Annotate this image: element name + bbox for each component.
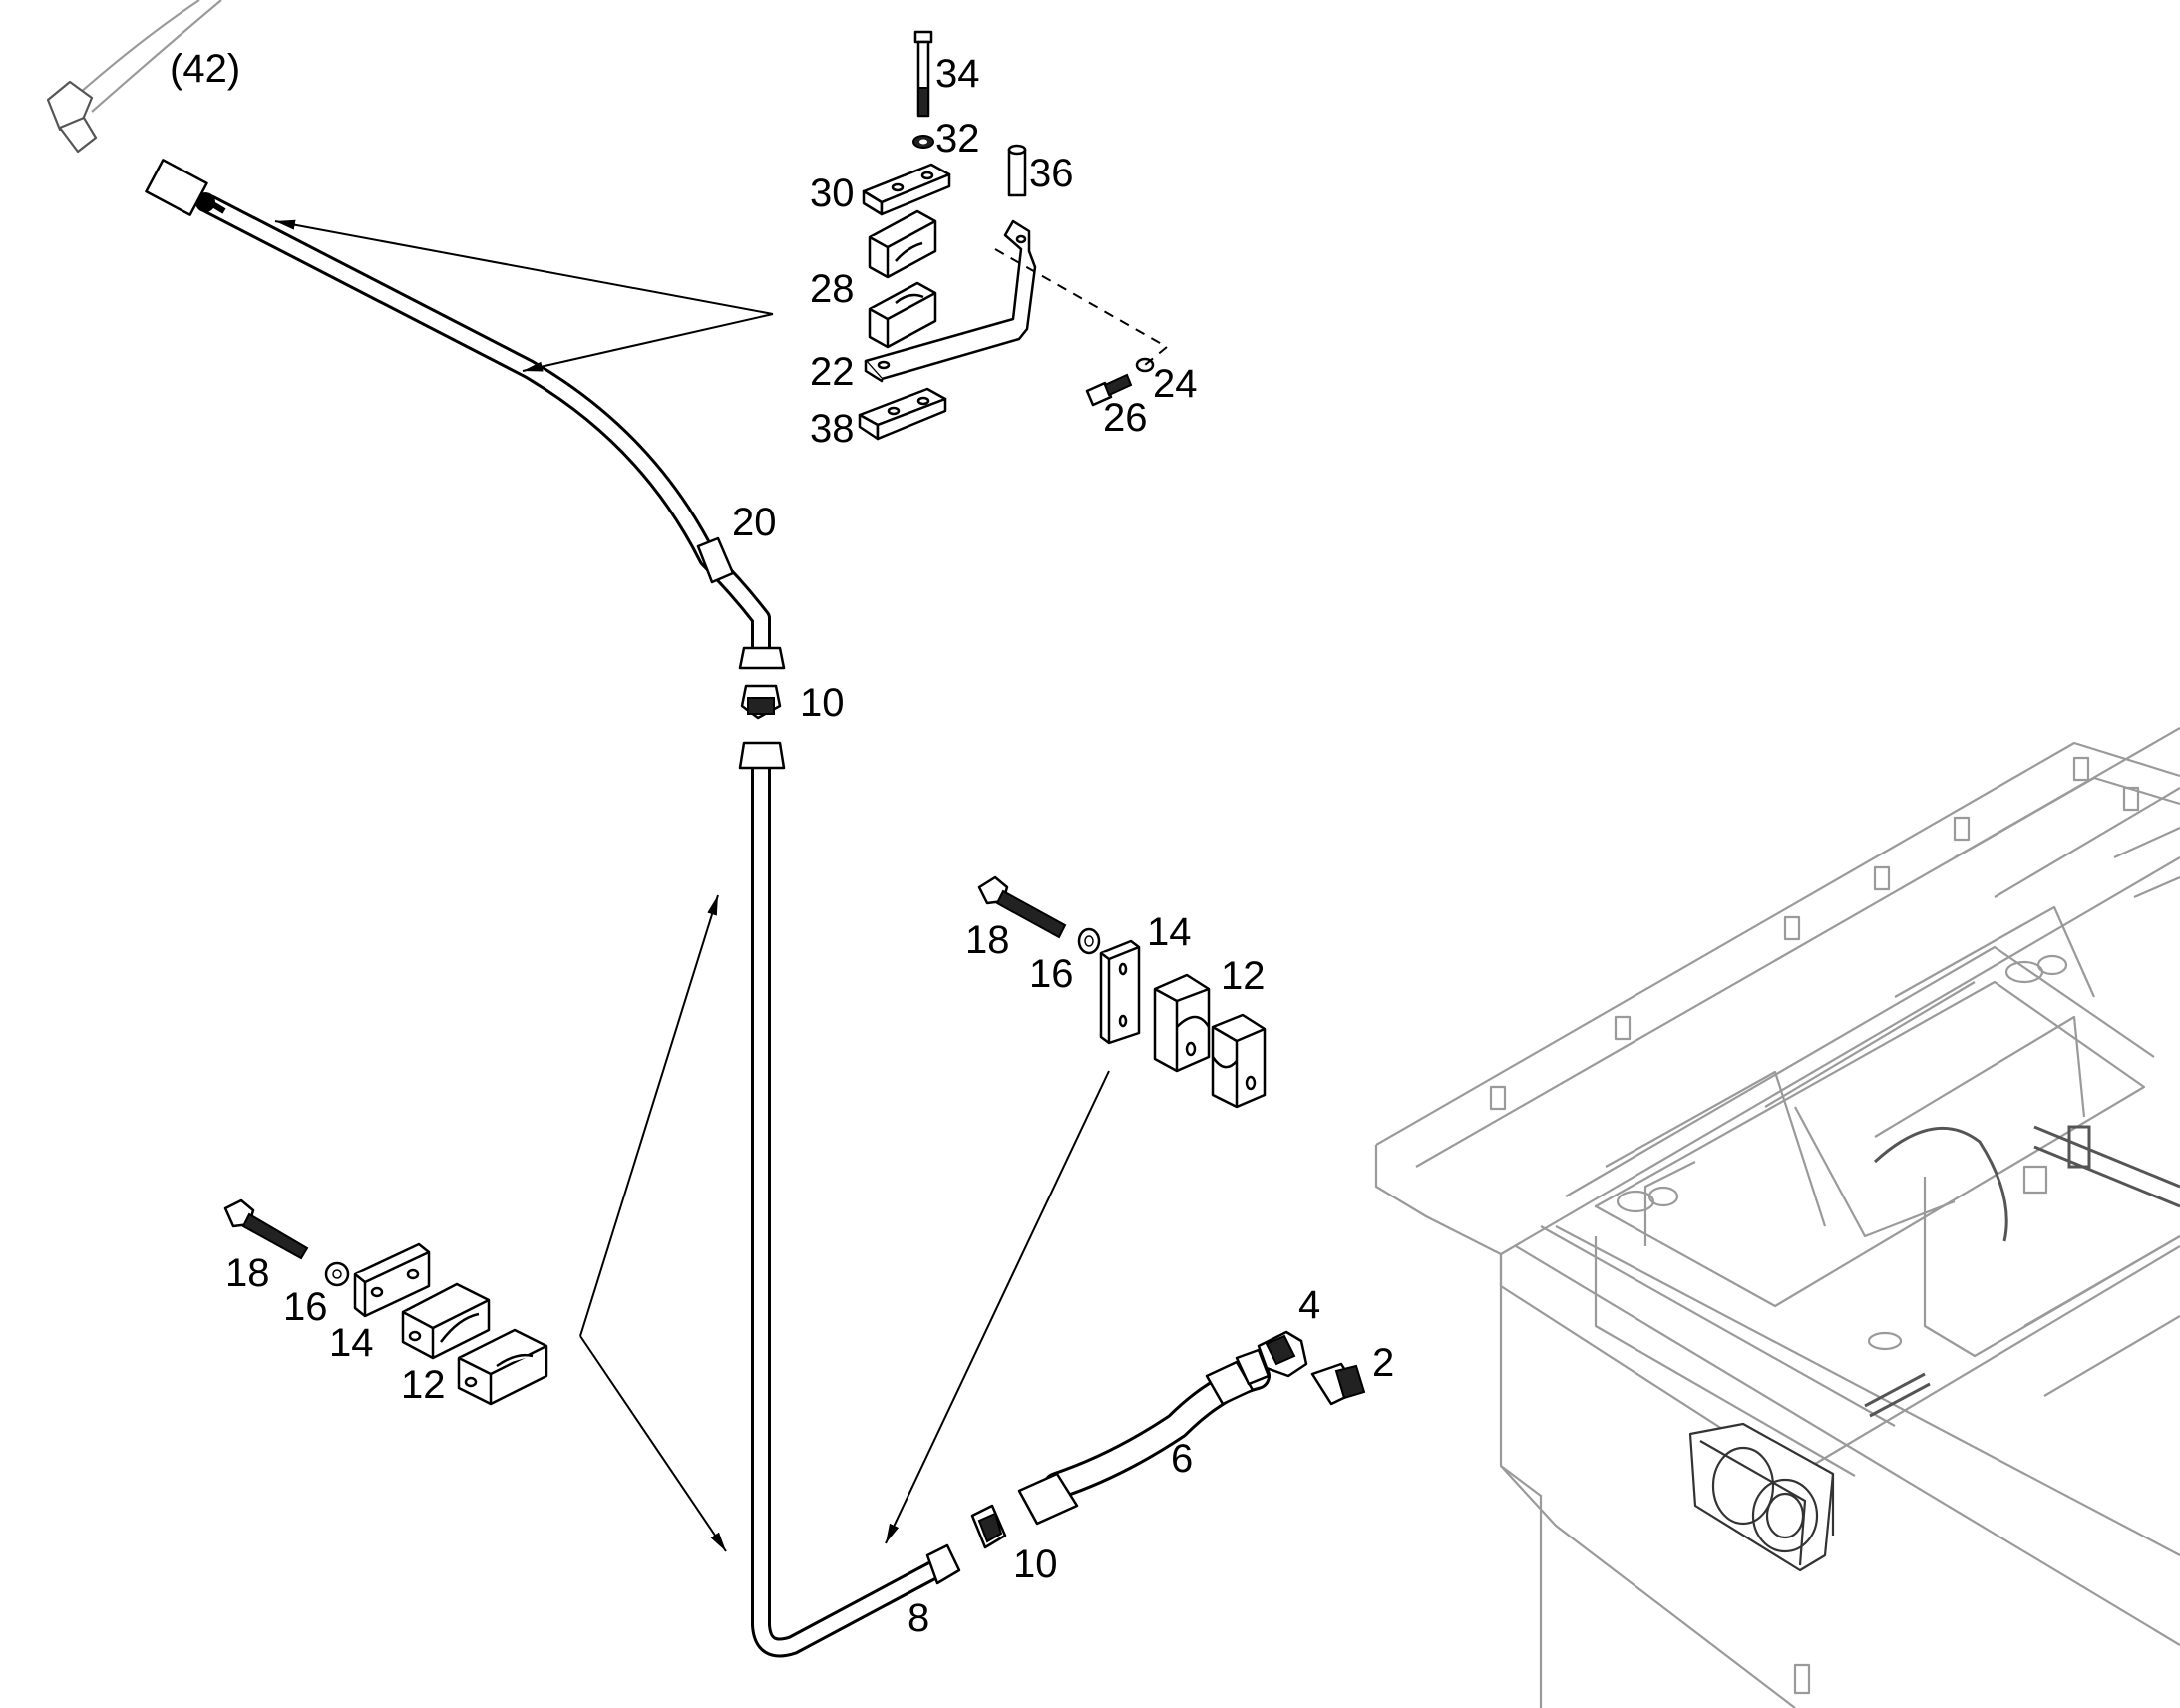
leader-lines — [274, 219, 1110, 1552]
label-42: (42) — [170, 47, 240, 91]
label-30: 30 — [810, 171, 855, 215]
machine-frame-ghost — [1374, 727, 2180, 1708]
assembly-dashed-line — [994, 248, 1169, 366]
label-22: 22 — [810, 350, 855, 394]
label-16-mid: 16 — [1029, 952, 1074, 996]
label-28: 28 — [810, 267, 855, 311]
label-32: 32 — [935, 117, 980, 161]
fitting-10-top — [740, 684, 782, 720]
label-14-left: 14 — [329, 1321, 374, 1365]
washer-16-left — [324, 1261, 350, 1287]
fitting-10-bottom — [970, 1504, 1007, 1549]
label-2: 2 — [1372, 1341, 1394, 1385]
adapter-2 — [1310, 1362, 1366, 1406]
label-26: 26 — [1103, 396, 1148, 440]
screw-26 — [1085, 373, 1133, 407]
elbow-4 — [1257, 1330, 1308, 1378]
label-34: 34 — [935, 52, 980, 96]
plate-14-left — [353, 1242, 431, 1318]
label-38: 38 — [810, 407, 855, 451]
clamp-half-upper-28 — [868, 209, 937, 279]
hose-6 — [1017, 1348, 1271, 1526]
clamp-12-mid — [1153, 973, 1267, 1109]
pin-36 — [1007, 144, 1027, 197]
label-6: 6 — [1171, 1437, 1193, 1481]
bolt-18-left — [223, 1198, 309, 1260]
clamp-12-left — [401, 1282, 548, 1406]
label-10-bottom: 10 — [1013, 1542, 1058, 1586]
existing-hose-42 — [46, 0, 222, 154]
label-18-left: 18 — [225, 1251, 270, 1295]
bolt-18-mid — [977, 875, 1067, 939]
label-4: 4 — [1298, 1283, 1320, 1327]
label-18-mid: 18 — [965, 918, 1010, 962]
label-10-top: 10 — [800, 681, 845, 725]
bracket-22 — [864, 219, 1037, 383]
washer-16-mid — [1077, 927, 1101, 955]
label-12-left: 12 — [401, 1363, 446, 1407]
plate-14-mid — [1099, 939, 1141, 1045]
label-24: 24 — [1153, 362, 1198, 406]
label-14-mid: 14 — [1147, 910, 1192, 954]
plate-30 — [862, 163, 951, 216]
label-8: 8 — [908, 1596, 929, 1640]
label-12-mid: 12 — [1221, 954, 1266, 998]
bolt-34 — [913, 30, 933, 118]
clamp-half-lower-28 — [868, 281, 937, 349]
lower-pipe-8 — [738, 741, 961, 1658]
label-20: 20 — [732, 501, 777, 544]
plate-38 — [858, 387, 947, 441]
upper-pipe-20 — [145, 159, 786, 670]
label-16-left: 16 — [283, 1285, 328, 1329]
label-36: 36 — [1029, 152, 1074, 195]
part-labels: (42) 34 32 36 30 28 22 24 26 38 20 10 18… — [170, 47, 1394, 1640]
